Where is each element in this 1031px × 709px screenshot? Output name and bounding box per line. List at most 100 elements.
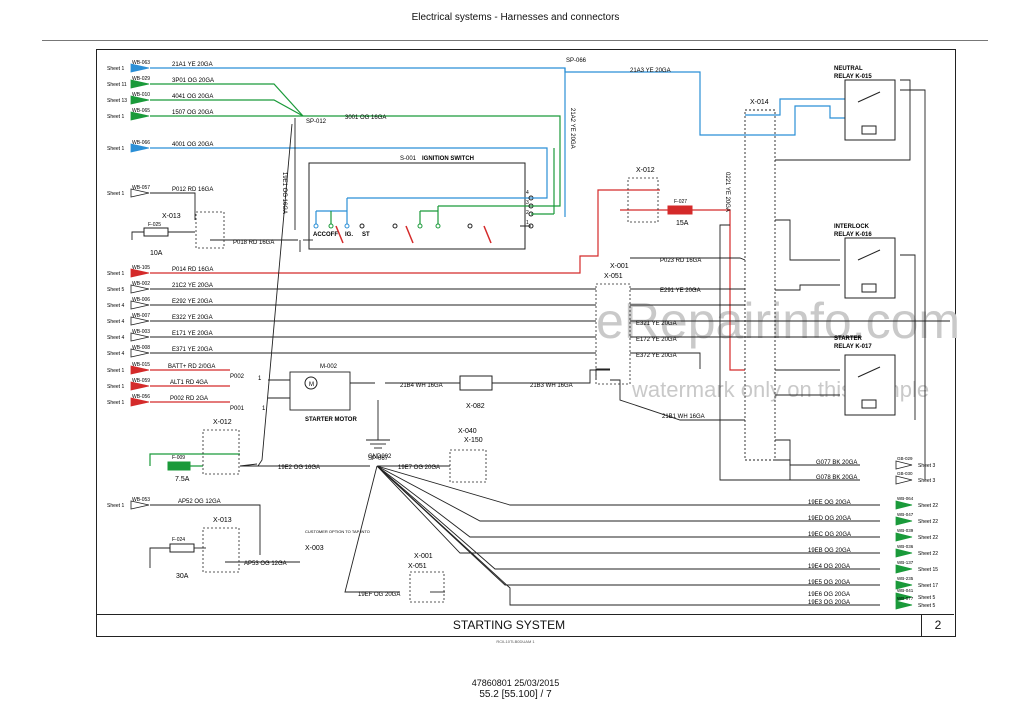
wire-21b1: 21B1 WH 16GA	[662, 414, 705, 420]
arrow-icon	[130, 111, 150, 121]
wire-21b3: 21B3 WH 16GA	[530, 383, 573, 389]
footer-page: 55.2 [55.100] / 7	[479, 689, 552, 700]
conn-x001-low: X-001	[414, 553, 433, 560]
wire-e372: E372 YE 20GA	[636, 353, 677, 359]
wire-19ef: 19EF OG 20GA	[358, 592, 400, 598]
left-input-wire: E322 YE 20GA	[172, 315, 213, 321]
left-input-tag: WB-105	[132, 265, 150, 271]
right-output-tag: WB-064	[897, 496, 914, 501]
arrow-icon	[130, 316, 150, 326]
left-input-sheet: Sheet 4	[107, 319, 124, 325]
black-wires	[131, 79, 950, 606]
svg-text:P002: P002	[230, 374, 245, 380]
right-output-tag: WB-137	[897, 560, 914, 565]
right-output-wire: 19E6 OG 20GA	[808, 592, 850, 598]
right-output-wire: G078 BK 20GA	[816, 475, 857, 481]
wire-ap53: AP53 OG 12GA	[244, 561, 287, 567]
right-output-sheet: Sheet 22	[918, 535, 938, 541]
interlock-relay: INTERLOCK RELAY K-016	[834, 224, 896, 299]
arrow-icon	[895, 592, 913, 602]
right-output-tag: WB-047	[897, 512, 914, 517]
right-output-tag: GB-030	[897, 471, 913, 476]
left-input-sheet: Sheet 4	[107, 335, 124, 341]
right-output-wire: 19EE OG 20GA	[808, 500, 851, 506]
small-code: RCIL10TLB0DUAM 1	[496, 639, 535, 644]
arrow-icon	[895, 460, 913, 470]
svg-text:RELAY K-016: RELAY K-016	[834, 232, 872, 238]
left-input-tag: WB-003	[132, 329, 150, 335]
left-input-tag: WB-065	[132, 108, 150, 114]
wire-21a2: 21A2 YE 20GA	[569, 108, 575, 149]
arrow-icon	[130, 268, 150, 278]
conn-x051-top: X-051	[604, 273, 623, 280]
left-input: Sheet 1 WB-105 P014 RD 16GA	[107, 265, 213, 278]
right-output-tag: WB-077	[897, 596, 914, 601]
left-input-tag: WB-015	[132, 362, 150, 368]
left-input-tag: WB-008	[132, 345, 150, 351]
arrow-icon	[130, 348, 150, 358]
arrow-icon	[130, 365, 150, 375]
starter-relay: STARTER RELAY K-017	[834, 336, 896, 416]
x003-label: X-003	[305, 545, 324, 552]
x003-note: CUSTOMER OPTION TO TAP INTO	[305, 529, 370, 534]
svg-text:RELAY K-015: RELAY K-015	[834, 74, 872, 80]
left-input-wire: 4041 OG 20GA	[172, 94, 213, 100]
left-input-wire: E292 YE 20GA	[172, 299, 213, 305]
left-input-tag: WB-056	[132, 394, 150, 400]
wire-19e1: 19E1 OG 16GA	[281, 172, 287, 214]
wire-labels: 21A3 YE 20GA 3001 OG 16GA 21A2 YE 20GA 1…	[230, 68, 730, 598]
left-input-sheet: Sheet 1	[107, 271, 124, 277]
arrow-icon	[895, 580, 913, 590]
svg-text:NEUTRAL: NEUTRAL	[834, 66, 863, 72]
arrow-icon	[130, 63, 150, 73]
conn-x040: X-040	[458, 428, 477, 435]
right-output-wire: 19EC OG 20GA	[808, 532, 851, 538]
header-rule	[42, 40, 988, 41]
wire-21b4: 21B4 WH 16GA	[400, 383, 443, 389]
right-output-sheet: Sheet 3	[918, 478, 935, 484]
arrow-icon	[895, 564, 913, 574]
left-input-tag: WB-066	[132, 140, 150, 146]
left-input-tag: WB-063	[132, 60, 150, 66]
arrow-icon	[895, 600, 913, 610]
left-input-wire: P014 RD 16GA	[172, 267, 213, 273]
right-output-sheet: Sheet 17	[918, 583, 938, 589]
ignition-ig: IG.	[345, 232, 353, 238]
arrow-icon	[130, 188, 150, 198]
gnd-label: GND002	[368, 454, 392, 460]
arrow-icon	[130, 381, 150, 391]
conn-x012-low: X-012	[213, 419, 232, 426]
left-input-sheet: Sheet 11	[107, 82, 127, 88]
splice-sp066: SP-066	[566, 58, 587, 64]
svg-text:RELAY K-017: RELAY K-017	[834, 344, 872, 350]
left-input-wire: BATT+ RD 2/0GA	[168, 364, 215, 370]
left-input-wire: E371 YE 20GA	[172, 347, 213, 353]
fuse-f027: F-027 15A	[667, 199, 693, 227]
right-output-tag: GB-029	[897, 456, 913, 461]
left-input-tag: WB-059	[132, 378, 150, 384]
left-input-tag: WB-053	[132, 497, 150, 503]
svg-text:30A: 30A	[176, 573, 189, 580]
right-output-tag: WB-041	[897, 588, 914, 593]
wire-e291: E291 YE 20GA	[660, 288, 701, 294]
svg-text:INTERLOCK: INTERLOCK	[834, 224, 870, 230]
conn-x051-low: X-051	[408, 563, 427, 570]
arrow-icon	[130, 397, 150, 407]
splice-sp012: SP-012	[306, 119, 327, 125]
right-output-wire: 19E5 OG 20GA	[808, 580, 850, 586]
ignition-switch-name: IGNITION SWITCH	[422, 156, 474, 162]
ignition-switch: S-001 IGNITION SWITCH ACC OFF IG. ST 4 3…	[308, 156, 534, 250]
